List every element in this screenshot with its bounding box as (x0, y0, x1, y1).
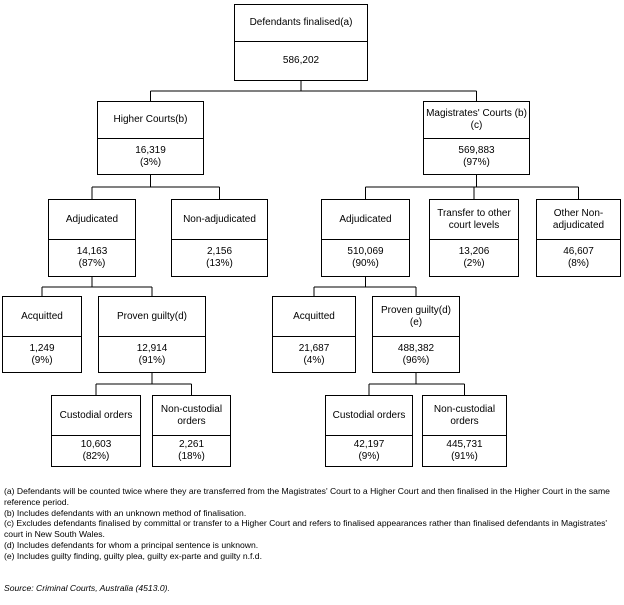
node-label: Non-adjudicated (172, 200, 267, 240)
node-label: Custodial orders (326, 396, 412, 436)
node-m-pg: Proven guilty(d)(e)488,382(96%) (372, 296, 460, 373)
node-percent: (13%) (206, 258, 233, 269)
node-h-pg: Proven guilty(d)12,914(91%) (98, 296, 206, 373)
footnote-c: (c) Excludes defendants finalised by com… (4, 518, 608, 540)
node-label: Custodial orders (52, 396, 140, 436)
node-label: Acquitted (3, 297, 81, 337)
node-value: 2,261 (178, 439, 205, 450)
node-percent: (3%) (139, 156, 162, 168)
node-figures: 569,883(97%) (424, 139, 529, 174)
footnote-d: (d) Includes defendants for whom a princ… (4, 539, 259, 550)
node-figures: 510,069(90%) (322, 240, 409, 276)
source-note: Source: Criminal Courts, Australia (4513… (4, 583, 170, 593)
node-percent: (9%) (358, 451, 380, 462)
node-label: Defendants finalised(a) (235, 5, 367, 42)
node-root: Defendants finalised(a) 586,202 (234, 4, 368, 81)
node-value: 21,687 (298, 342, 330, 354)
node-figures: 46,607(8%) (537, 240, 620, 276)
node-percent: (90%) (352, 258, 379, 269)
node-value: 46,607 (563, 246, 594, 257)
node-percent: (18%) (178, 451, 205, 462)
node-value: 488,382 (397, 342, 435, 354)
node-label: Acquitted (273, 297, 355, 337)
node-label: Other Non-adjudicated (537, 200, 620, 240)
node-figures: 13,206(2%) (430, 240, 518, 276)
footnote-a: (a) Defendants will be counted twice whe… (4, 486, 610, 507)
footnotes: (a) Defendants will be counted twice whe… (4, 486, 620, 562)
node-figures: 42,197(9%) (326, 436, 412, 466)
node-figures: 2,156(13%) (172, 240, 267, 276)
node-label: Proven guilty(d)(e) (373, 297, 459, 337)
node-percent: (87%) (78, 258, 106, 269)
connector-lines (41, 81, 579, 395)
node-figures: 12,914(91%) (99, 337, 205, 372)
node-value: 12,914 (136, 342, 168, 354)
node-figures: 445,731(91%) (423, 436, 506, 466)
node-value: 510,069 (347, 246, 384, 257)
node-percent: (91%) (451, 451, 478, 462)
node-percent: (82%) (82, 451, 110, 462)
node-label: Magistrates' Courts (b)(c) (424, 102, 529, 139)
node-figures: 488,382(96%) (373, 337, 459, 372)
node-value: 14,163 (76, 246, 108, 257)
node-percent: (2%) (463, 258, 485, 269)
node-value: 42,197 (353, 439, 385, 450)
node-higher: Higher Courts(b)16,319(3%) (97, 101, 204, 175)
node-figures: 10,603(82%) (52, 436, 140, 466)
node-value: 13,206 (458, 246, 490, 257)
node-value: 1,249 (29, 342, 55, 354)
node-figures: 16,319(3%) (98, 139, 203, 174)
node-figures: 586,202 (235, 42, 367, 80)
node-percent: (97%) (463, 156, 490, 168)
node-value: 10,603 (80, 439, 112, 450)
node-value: 2,156 (206, 246, 233, 257)
node-figures: 2,261(18%) (153, 436, 230, 466)
node-percent: (4%) (303, 354, 325, 366)
node-percent: (9%) (31, 354, 53, 366)
node-percent: (8%) (567, 258, 590, 269)
node-percent: (91%) (138, 354, 166, 366)
node-figures: 14,163(87%) (49, 240, 135, 276)
footnote-b: (b) Includes defendants with an unknown … (4, 507, 247, 518)
footnote-e: (e) Includes guilty finding, guilty plea… (4, 550, 262, 561)
node-label: Proven guilty(d) (99, 297, 205, 337)
node-label: Non-custodial orders (153, 396, 230, 436)
node-label: Transfer to other court levels (430, 200, 518, 240)
node-mag: Magistrates' Courts (b)(c)569,883(97%) (423, 101, 530, 175)
node-figures: 21,687(4%) (273, 337, 355, 372)
node-label: Higher Courts(b) (98, 102, 203, 139)
node-value: 16,319 (135, 144, 166, 156)
node-value: 445,731 (446, 439, 483, 450)
node-label: Adjudicated (322, 200, 409, 240)
node-value: 586,202 (282, 55, 320, 66)
node-value: 569,883 (458, 144, 495, 156)
node-percent: (96%) (402, 354, 430, 366)
node-figures: 1,249(9%) (3, 337, 81, 372)
node-label: Adjudicated (49, 200, 135, 240)
node-label: Non-custodial orders (423, 396, 506, 436)
